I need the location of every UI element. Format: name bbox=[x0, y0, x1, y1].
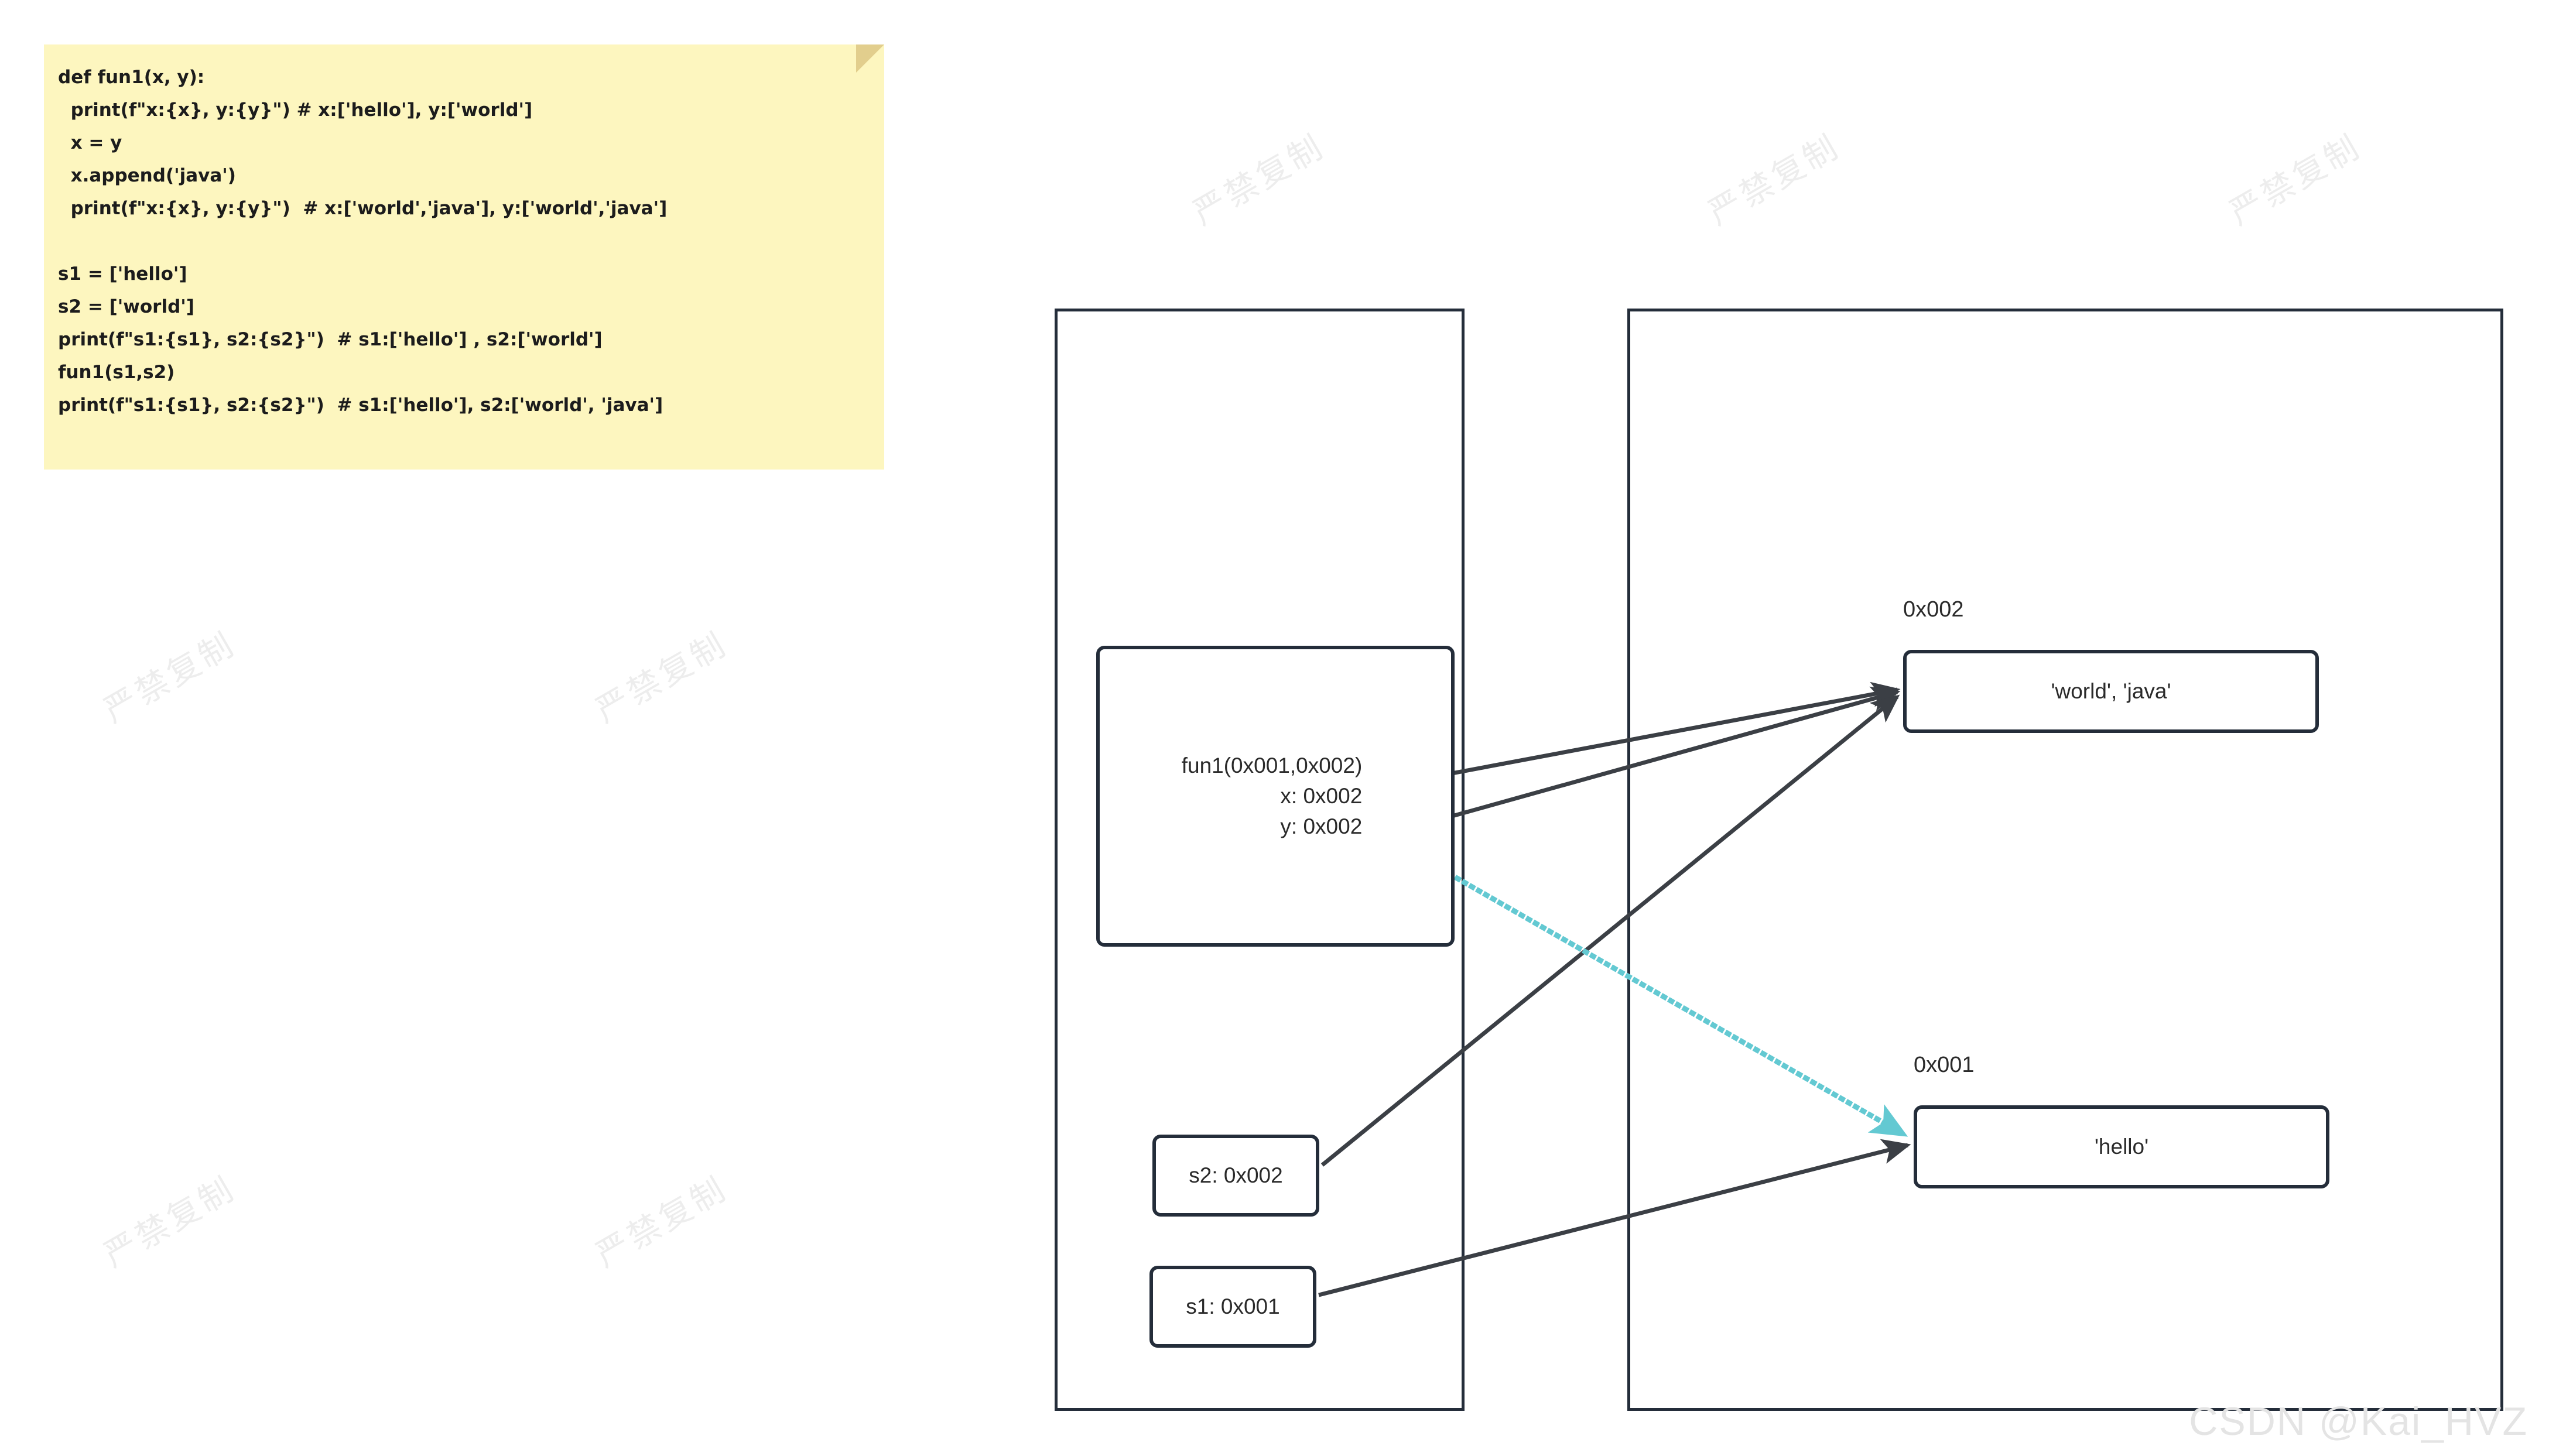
code-line: def fun1(x, y): bbox=[58, 67, 205, 88]
code-blank-line bbox=[58, 225, 874, 258]
stack-frame-box: fun1(0x001,0x002) x: 0x002 y: 0x002 bbox=[1096, 646, 1455, 947]
code-line: fun1(s1,s2) bbox=[58, 362, 175, 383]
code-block: def fun1(x, y): print(f"x:{x}, y:{y}") #… bbox=[58, 61, 874, 422]
code-line: s2 = ['world'] bbox=[58, 296, 194, 317]
code-line: print(f"x:{x}, y:{y}") # x:['world','jav… bbox=[58, 198, 668, 219]
heap-address-label-001: 0x001 bbox=[1914, 1053, 1975, 1077]
code-line: x.append('java') bbox=[58, 165, 236, 186]
heap-object-box-002: 'world', 'java' bbox=[1903, 650, 2319, 733]
heap-object-value-001: 'hello' bbox=[2094, 1135, 2149, 1159]
stack-var-s2-label: s2: 0x002 bbox=[1189, 1163, 1283, 1187]
sticky-note-fold-corner bbox=[856, 44, 884, 73]
code-sticky-note: def fun1(x, y): print(f"x:{x}, y:{y}") #… bbox=[44, 44, 884, 470]
heap-object-box-001: 'hello' bbox=[1914, 1105, 2329, 1188]
heap-address-label-002: 0x002 bbox=[1903, 597, 1964, 622]
code-line: print(f"x:{x}, y:{y}") # x:['hello'], y:… bbox=[58, 100, 533, 121]
code-line: print(f"s1:{s1}, s2:{s2}") # s1:['hello'… bbox=[58, 329, 603, 350]
stack-frame-param-y: y: 0x002 bbox=[1280, 814, 1363, 838]
stack-frame-text: fun1(0x001,0x002) x: 0x002 y: 0x002 bbox=[1182, 751, 1370, 842]
stack-var-s2-box: s2: 0x002 bbox=[1152, 1135, 1319, 1217]
credit-watermark: CSDN @Kai_HVZ bbox=[2189, 1399, 2528, 1444]
stack-frame-call-label: fun1(0x001,0x002) bbox=[1181, 753, 1363, 777]
heap-object-value-002: 'world', 'java' bbox=[2051, 679, 2171, 703]
stack-frame-param-x: x: 0x002 bbox=[1280, 784, 1363, 808]
heap-region-container bbox=[1627, 309, 2503, 1411]
code-line: print(f"s1:{s1}, s2:{s2}") # s1:['hello'… bbox=[58, 395, 663, 416]
stack-var-s1-box: s1: 0x001 bbox=[1149, 1266, 1316, 1348]
code-line: x = y bbox=[58, 132, 122, 153]
stack-var-s1-label: s1: 0x001 bbox=[1186, 1294, 1280, 1318]
code-line: s1 = ['hello'] bbox=[58, 263, 187, 285]
